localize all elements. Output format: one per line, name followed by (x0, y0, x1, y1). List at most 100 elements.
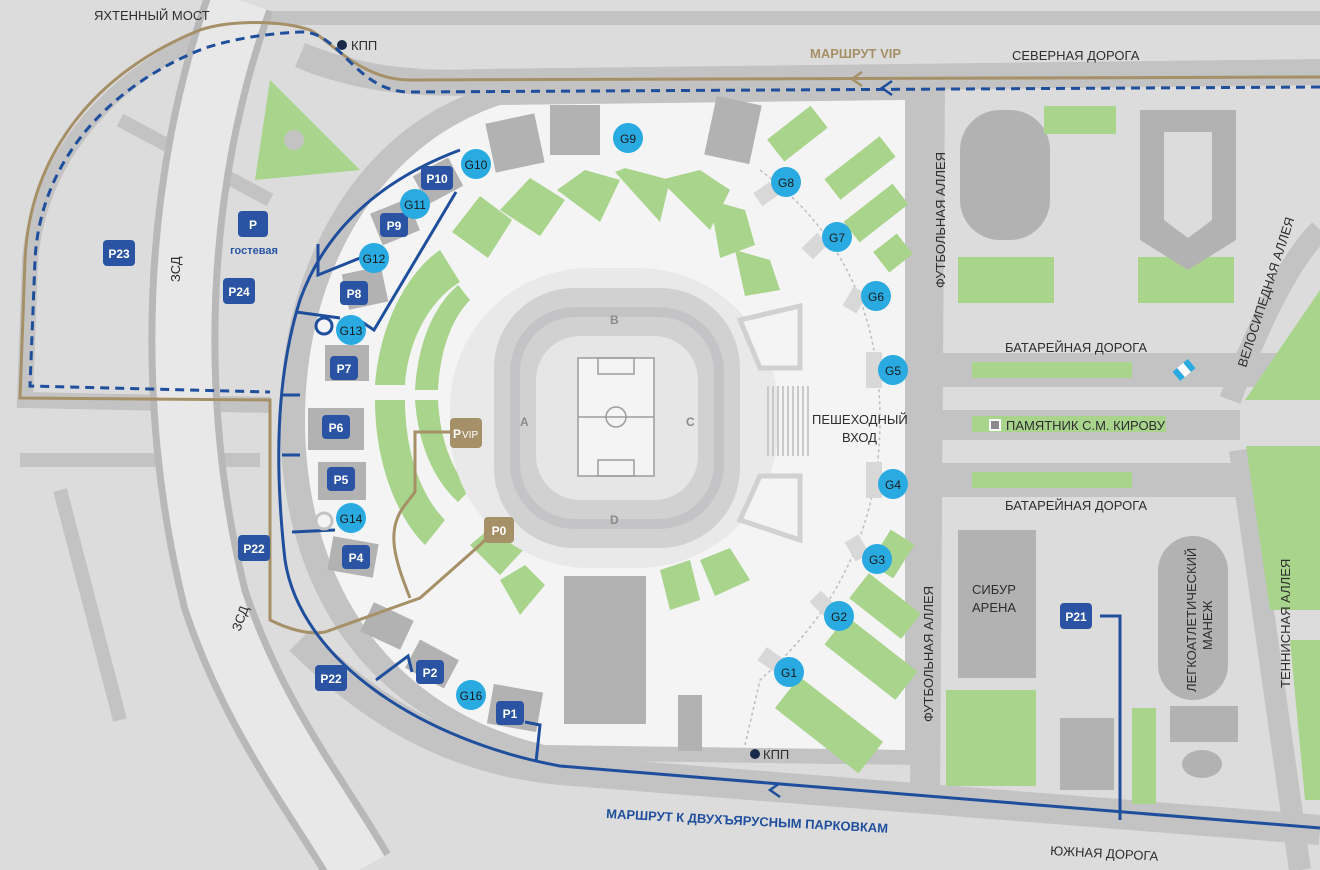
parking-badge-p1[interactable]: P1 (496, 701, 524, 725)
lawn-block (946, 690, 1036, 786)
gate-badge-g12[interactable]: G12 (359, 243, 389, 273)
gate-circle (456, 680, 486, 710)
battery-road-label-top: БАТАРЕЙНАЯ ДОРОГА (1005, 340, 1147, 355)
checkpoint-dot-top (337, 40, 347, 50)
gate-badge-g3[interactable]: G3 (862, 544, 892, 574)
lawn-arc (557, 170, 620, 222)
badge-text: P0 (492, 524, 507, 538)
lawn-arc (615, 168, 670, 222)
gate-badge-g6[interactable]: G6 (861, 281, 891, 311)
pedestrian-stairs (767, 386, 809, 456)
pitch-center-circle (605, 406, 627, 428)
blue-dashed-route (28, 30, 1320, 394)
structure-block (550, 105, 600, 155)
tennis-alley-label: ТЕННИСНАЯ АЛЛЕЯ (1278, 559, 1293, 688)
gate-badge-g7[interactable]: G7 (822, 222, 852, 252)
gate-badges: G1 G2 G3 G4 G5 G6 G7 G8 (336, 123, 908, 710)
lawn-arc-west (375, 250, 460, 385)
lawn-east-strip (824, 616, 918, 700)
monument-icon (989, 419, 1001, 431)
badge-box (450, 418, 482, 448)
badge-box (416, 660, 444, 684)
badge-box (484, 517, 514, 543)
badge-text-vip: VIP (462, 430, 478, 441)
badge-box (103, 240, 135, 266)
parking-badge-p4[interactable]: P4 (342, 545, 370, 569)
gate-text: G9 (620, 132, 636, 146)
parking-badge-p21[interactable]: P21 (1060, 603, 1092, 629)
badge-box (421, 166, 453, 190)
lawn-arc-west (375, 400, 445, 545)
lawn-block (972, 362, 1132, 378)
parking-badge-p9[interactable]: P9 (380, 213, 408, 237)
parking-badge-vip[interactable]: P VIP (450, 418, 482, 448)
gate-badge-g13[interactable]: G13 (336, 315, 366, 345)
west-service-road-2 (53, 488, 127, 722)
gate-badge-g8[interactable]: G8 (771, 167, 801, 197)
parking-badge-p6[interactable]: P6 (322, 415, 350, 439)
badge-text: P22 (320, 672, 342, 686)
lawn-east-strip (873, 233, 913, 273)
badge-box (342, 545, 370, 569)
gate-circle (336, 503, 366, 533)
parking-badge-p8[interactable]: P8 (340, 281, 368, 305)
parking-badge-p22-upper[interactable]: P22 (238, 535, 270, 561)
lawn-east-strip (774, 676, 884, 774)
gate-text: G7 (829, 231, 845, 245)
structure-block (1170, 706, 1238, 742)
parking-badge-p5[interactable]: P5 (327, 467, 355, 491)
south-road-label: ЮЖНАЯ ДОРОГА (1050, 843, 1159, 864)
parking-badge-p0[interactable]: P0 (484, 517, 514, 543)
lawn-arc-west-inner (415, 400, 470, 502)
ticket-shape-inner (1177, 362, 1191, 378)
badge-box (238, 535, 270, 561)
stand-a-label: A (520, 415, 529, 429)
lawn-block (1132, 708, 1156, 804)
lawn-arc (710, 200, 755, 258)
pedestrian-entrance-label: ПЕШЕХОДНЫЙ (812, 412, 908, 427)
lawn-far-right (1245, 290, 1320, 400)
stand-d-label: D (610, 513, 619, 527)
vip-direction-arrow (849, 70, 863, 88)
vip-route-label: МАРШРУТ VIP (810, 46, 901, 61)
badge-text: P6 (329, 421, 344, 435)
badge-text: P (453, 427, 461, 441)
parking-badge-p24[interactable]: P24 (223, 278, 255, 304)
parking-badge-p2[interactable]: P2 (416, 660, 444, 684)
gate-text: G3 (869, 553, 885, 567)
football-alley-label-bottom: ФУТБОЛЬНАЯ АЛЛЕЯ (921, 586, 936, 722)
parking-badge-p22-lower[interactable]: P22 (315, 665, 347, 691)
gate-badge-g11[interactable]: G11 (400, 189, 430, 219)
gate-badge-g10[interactable]: G10 (461, 149, 491, 179)
gate-badge-g5[interactable]: G5 (878, 355, 908, 385)
parking-badge-p7[interactable]: P7 (330, 356, 358, 380)
parking-badge-guest[interactable]: P (238, 211, 268, 237)
east-ramp (736, 302, 803, 371)
stand-b-label: B (610, 313, 619, 327)
parking-badge-p10[interactable]: P10 (421, 166, 453, 190)
pedestrian-entrance-label-2: ВХОД (842, 430, 877, 445)
gate-text: G12 (363, 252, 386, 266)
gate-circle (400, 189, 430, 219)
gate-badge-g16[interactable]: G16 (456, 680, 486, 710)
sibur-arena-label: СИБУР (972, 582, 1016, 597)
checkpoint-label-bottom: КПП (763, 747, 789, 762)
gate-badge-g1[interactable]: G1 (774, 657, 804, 687)
structure-block (704, 95, 762, 165)
gate-badge-g2[interactable]: G2 (824, 601, 854, 631)
gate-pavilion (866, 462, 882, 498)
zsd-label-top: ЗСД (168, 256, 183, 282)
football-alley-road (910, 79, 945, 801)
gate-badge-g9[interactable]: G9 (613, 123, 643, 153)
lawn-arc-west-inner (415, 285, 470, 390)
monument-label: ПАМЯТНИК С.М. КИРОВУ (1006, 418, 1166, 433)
gate-badge-g4[interactable]: G4 (878, 469, 908, 499)
parking-badge-p23[interactable]: P23 (103, 240, 135, 266)
gate-badge-g14[interactable]: G14 (336, 503, 366, 533)
yacht-bridge-label: ЯХТЕННЫЙ МОСТ (94, 8, 210, 23)
gate-circle (461, 149, 491, 179)
gate-text: G16 (460, 689, 483, 703)
gate-text: G13 (340, 324, 363, 338)
badge-text: P10 (426, 172, 448, 186)
